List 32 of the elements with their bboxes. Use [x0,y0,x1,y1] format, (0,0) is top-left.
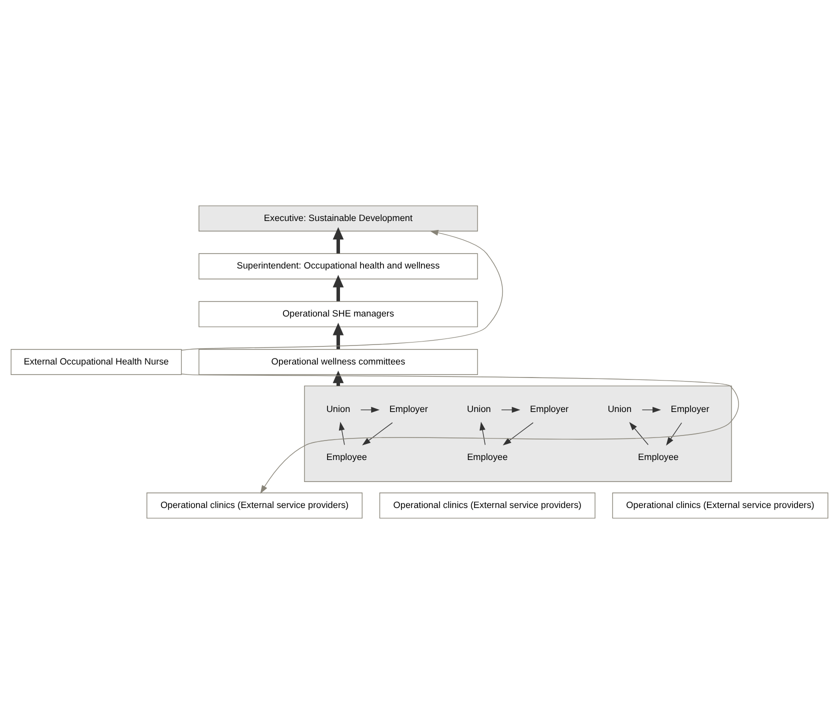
node-box: Superintendent: Occupational health and wellness [198,253,478,280]
arrow [332,274,344,302]
arrow [181,230,503,351]
node-box: Operational clinics (External service providers) [146,492,363,519]
node-text: Employer [389,404,428,414]
node-text: Employee [638,452,679,462]
node-box: Operational clinics (External service providers) [612,492,828,519]
node-text: Union [608,404,632,414]
arrow [666,422,682,446]
arrow [629,422,649,446]
node-text: Employee [326,452,367,462]
cluster [304,386,732,482]
node-box: Operational SHE managers [198,301,478,328]
node-box: External Occupational Health Nurse [10,348,182,376]
arrow [642,406,661,413]
node-text: Employer [670,404,710,414]
arrow [480,422,486,446]
arrow [360,406,380,413]
node-text: Employee [467,452,508,462]
node-text: Union [467,404,491,414]
arrow [362,422,393,446]
node-text: Employer [530,404,569,414]
node-box: Executive: Sustainable Development [198,205,478,232]
arrow [181,374,739,494]
arrow [332,227,344,254]
arrow [332,322,344,350]
arrow [501,406,520,413]
node-box: Operational wellness committees [198,348,478,376]
node-text: Union [326,404,350,414]
arrow [338,422,345,446]
arrow [502,422,534,446]
node-box: Operational clinics (External service providers) [379,492,596,519]
